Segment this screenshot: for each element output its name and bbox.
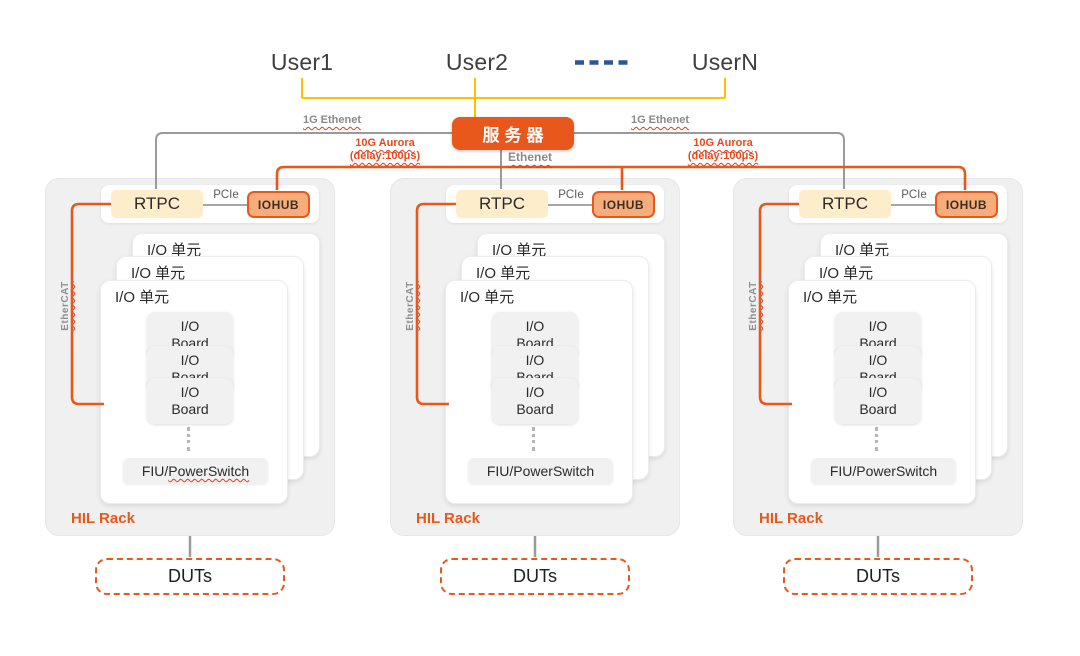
user1-label: User1	[270, 49, 334, 75]
label-ethernet-mid: Ethenet	[508, 150, 553, 164]
ethercat-label: EtherCAT	[60, 281, 71, 331]
io-board-3: I/O Board	[147, 378, 233, 424]
more-boards-ellipsis	[875, 427, 878, 451]
label-1g-ethernet-right: 1G Ethenet	[630, 114, 690, 126]
more-boards-ellipsis	[187, 427, 190, 451]
ethercat-label: EtherCAT	[748, 281, 759, 331]
label-aurora-left-line1: 10G Aurora	[355, 137, 415, 149]
fiu-powerswitch-node: FIU/PowerSwitch	[468, 458, 613, 484]
pcie-label: PCIe	[558, 189, 584, 201]
rack-to-duts-lines	[188, 536, 880, 557]
label-1g-ethernet-left: 1G Ethenet	[302, 114, 362, 126]
fiu-powerswitch-node: FIU/PowerSwitch	[811, 458, 956, 484]
rtpc-node: RTPC	[456, 190, 548, 218]
rtpc-node: RTPC	[111, 190, 203, 218]
hil-rack-2: RTPC PCIe IOHUB I/O 单元 I/O 单元 I/O 单元 I/O…	[390, 178, 680, 536]
label-aurora-right-line1: 10G Aurora	[693, 137, 753, 149]
rtpc-node: RTPC	[799, 190, 891, 218]
io-board-3: I/O Board	[835, 378, 921, 424]
label-aurora-left: 10G Aurora (delay:100μs)	[325, 137, 445, 163]
hil-rack-3: RTPC PCIe IOHUB I/O 单元 I/O 单元 I/O 单元 I/O…	[733, 178, 1023, 536]
pcie-label: PCIe	[213, 189, 239, 201]
hil-rack-label: HIL Rack	[71, 510, 135, 527]
iohub-node: IOHUB	[247, 191, 310, 218]
hil-rack-label: HIL Rack	[416, 510, 480, 527]
hil-rack-1: RTPC PCIe IOHUB I/O 单元 I/O 单元 I/O 单元 I/O…	[45, 178, 335, 536]
server-node: 服务器	[452, 117, 574, 150]
label-aurora-right: 10G Aurora (delay:100μs)	[663, 137, 783, 163]
ethercat-label: EtherCAT	[405, 281, 416, 331]
pcie-label: PCIe	[901, 189, 927, 201]
label-aurora-right-line2: (delay:100μs)	[687, 150, 759, 162]
iohub-node: IOHUB	[935, 191, 998, 218]
userN-label: UserN	[691, 49, 759, 75]
duts-node-1: DUTs	[95, 558, 285, 595]
fiu-powerswitch-node: FIU/PowerSwitch	[123, 458, 268, 484]
hil-rack-label: HIL Rack	[759, 510, 823, 527]
label-aurora-left-line2: (delay:100μs)	[349, 150, 421, 162]
duts-node-3: DUTs	[783, 558, 973, 595]
iohub-node: IOHUB	[592, 191, 655, 218]
duts-node-2: DUTs	[440, 558, 630, 595]
users-bracket-line	[301, 78, 726, 117]
user2-label: User2	[445, 49, 509, 75]
io-board-3: I/O Board	[492, 378, 578, 424]
more-boards-ellipsis	[532, 427, 535, 451]
